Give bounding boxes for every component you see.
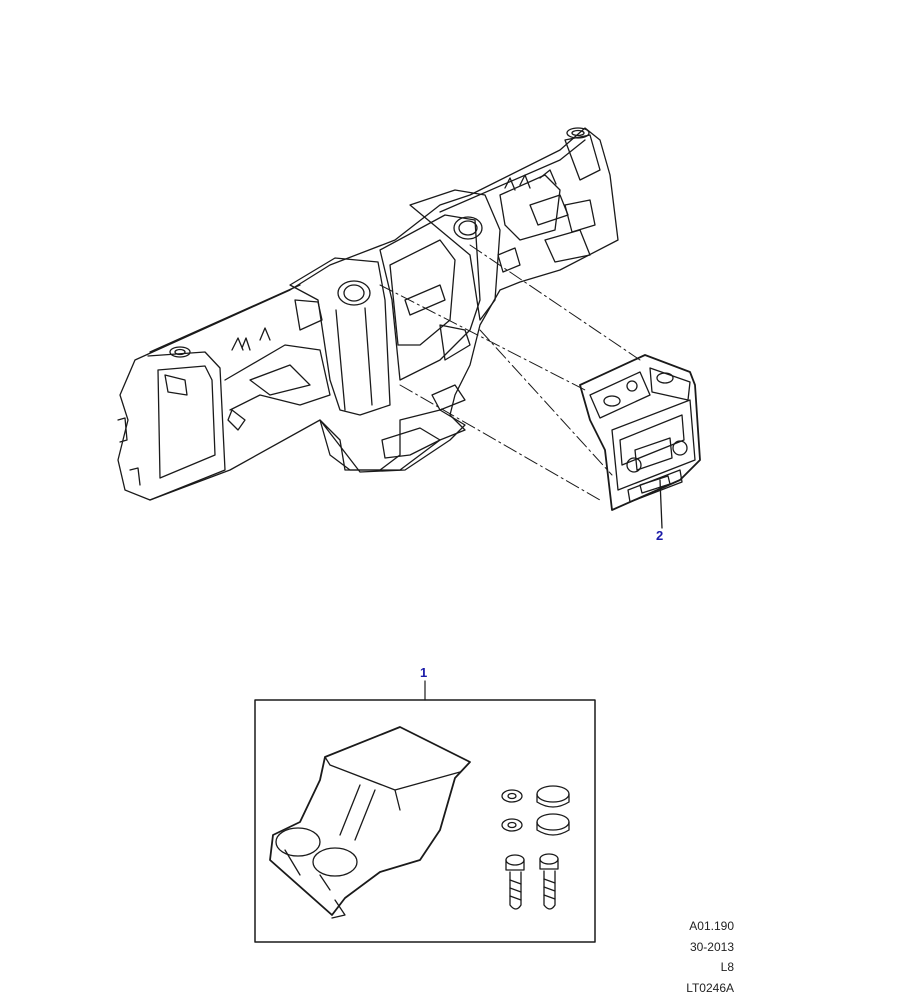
fascia-panel[interactable] (579, 354, 701, 529)
plugs (536, 785, 570, 836)
washers (501, 789, 523, 832)
reference-code: A01.190 (689, 919, 734, 933)
alignment-lines (379, 244, 641, 501)
dashboard-assembly (117, 127, 619, 501)
callout-console-kit[interactable]: 1 (420, 665, 428, 680)
console-cubby[interactable] (269, 726, 471, 919)
reference-illustration: LT0246A (686, 981, 734, 995)
reference-level: L8 (720, 960, 734, 974)
screws (505, 853, 559, 910)
console-kit-box (254, 680, 596, 943)
reference-date: 30-2013 (689, 940, 734, 954)
callout-fascia-panel[interactable]: 2 (656, 528, 664, 543)
